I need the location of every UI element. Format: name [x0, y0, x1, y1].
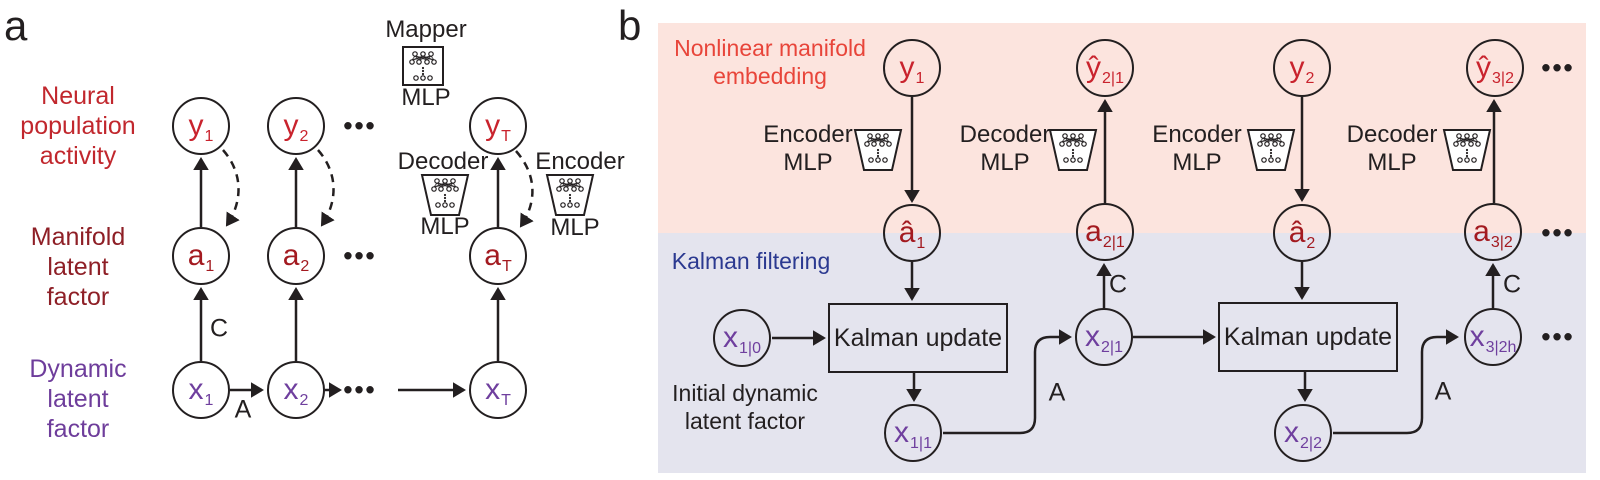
row-label-dynamic: Dynamic latent factor — [29, 355, 127, 443]
mapper-mlp-icon — [402, 46, 444, 86]
edge-x22-x32h — [1333, 329, 1459, 435]
encoder-label-a: Encoder — [535, 148, 625, 175]
edge-y2-a2-dashed — [317, 149, 335, 227]
edge-label-C-b2: C — [1502, 270, 1522, 299]
decoder-mlp-icon-a — [422, 175, 468, 215]
encoder-mlp-icon-b2 — [1248, 130, 1294, 170]
decoder-label-b1: Decoder — [959, 121, 1051, 148]
edge-x11-x21 — [943, 329, 1072, 435]
edge-y1-a1-dashed — [222, 149, 240, 227]
ellipsis-a-a: ••• — [343, 240, 377, 271]
decoder-mlp-icon-b1 — [1050, 130, 1096, 170]
panel-a-label: a — [4, 2, 28, 49]
row-label-manifold: Manifold latent factor — [30, 223, 126, 311]
encoder-mlp-icon-a — [547, 175, 593, 215]
edge-label-C-a: C — [209, 314, 229, 343]
decoder-mlp-label-b2: MLP — [1367, 149, 1417, 176]
row-label-neural: Neural population activity — [20, 82, 136, 170]
kalman-update-box-2: Kalman update — [1218, 302, 1398, 372]
kalman-update-box-1: Kalman update — [828, 303, 1008, 373]
mapper-label: Mapper — [385, 16, 467, 43]
edge-label-A-b1: A — [1048, 378, 1066, 407]
ellipsis-a-y: ••• — [343, 110, 377, 141]
ellipsis-b-y: ••• — [1541, 52, 1575, 83]
decoder-label-b2: Decoder — [1346, 121, 1438, 148]
ellipsis-b-a: ••• — [1541, 217, 1575, 248]
initial-factor-label: Initial dynamic latent factor — [672, 380, 818, 434]
embedding-region-label: Nonlinear manifold embedding — [674, 35, 866, 89]
ellipsis-b-x: ••• — [1541, 321, 1575, 352]
encoder-label-b2: Encoder — [1152, 121, 1242, 148]
edge-label-C-b1: C — [1108, 270, 1128, 299]
decoder-mlp-label-a: MLP — [420, 213, 470, 240]
kalman-region-label: Kalman filtering — [671, 248, 831, 274]
mapper-mlp-label: MLP — [401, 84, 451, 111]
encoder-mlp-label-b1: MLP — [783, 149, 833, 176]
decoder-label-a: Decoder — [397, 148, 489, 175]
edge-label-A-a: A — [234, 395, 252, 424]
encoder-mlp-icon-b1 — [855, 130, 901, 170]
panel-b-label: b — [618, 2, 642, 49]
encoder-mlp-label-b2: MLP — [1172, 149, 1222, 176]
edge-yT-aT-dashed — [515, 150, 534, 228]
encoder-label-b1: Encoder — [763, 121, 853, 148]
decoder-mlp-icon-b2 — [1444, 130, 1490, 170]
edge-label-A-b2: A — [1434, 377, 1452, 406]
ellipsis-a-x: ••• — [343, 374, 377, 405]
decoder-mlp-label-b1: MLP — [980, 149, 1030, 176]
encoder-mlp-label-a: MLP — [550, 214, 600, 241]
